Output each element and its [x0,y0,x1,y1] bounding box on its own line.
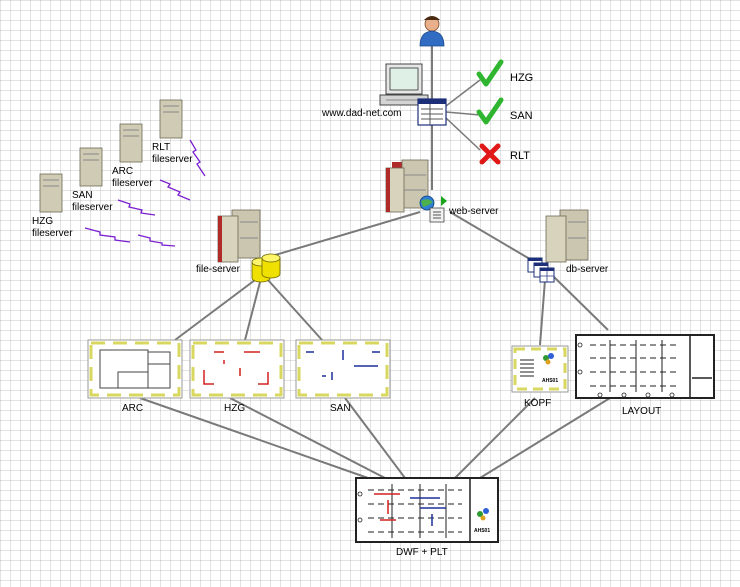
hzg-fileserver-type: fileserver [32,228,73,239]
user-icon [419,16,445,47]
wireless-links [84,139,206,247]
link-web-db [449,211,541,266]
client-label: www.dad-net.com [321,108,401,119]
link-hzg-out [229,397,386,479]
status-lines [445,79,481,151]
status-rlt-label: RLT [510,150,530,162]
link-layout-out [479,397,611,479]
table-stack-icon [527,257,555,283]
link-db-kopf [539,279,546,346]
arc-fileserver: ARC fileserver [112,123,153,189]
drawing-hzg-label: HZG [224,403,245,414]
file-server-label: file-server [196,264,241,275]
link-db-layout [551,274,609,331]
arc-fileserver-name: ARC [112,166,133,177]
rlt-fileserver-name: RLT [152,142,170,153]
hzg-fileserver-name: HZG [32,216,53,227]
drawing-kopf-label: KOPF [524,398,551,409]
drawing-san: SAN [295,339,391,414]
drawing-arc-label: ARC [122,403,143,414]
san-fileserver-name: SAN [72,190,93,201]
hzg-fileserver: HZG fileserver [32,173,73,239]
db-server-icon [545,209,589,263]
cross-icon [479,143,501,165]
file-server-icon [217,209,261,263]
link-file-hzg [244,281,261,341]
database-cylinders-icon [251,253,281,283]
status-san: SAN [476,97,533,125]
link-kopf-out [454,397,536,479]
link-web-file [264,211,421,259]
checkmark-icon [476,59,504,87]
link-file-san [267,279,323,341]
output-drawing: AHS01 DWF + PLT [355,477,499,558]
status-san-label: SAN [510,110,533,122]
web-server-label: web-server [448,206,499,217]
logo-icon [477,508,489,521]
rlt-fileserver-type: fileserver [152,154,193,165]
globe-icon [419,195,435,211]
fileserver-tower-icon [159,99,183,139]
stamp-text-output: AHS01 [474,528,490,534]
output-label: DWF + PLT [396,547,448,558]
san-fileserver: SAN fileserver [72,147,113,213]
browser-window-icon [417,98,447,126]
link-san-out [344,397,406,479]
drawing-layout: LAYOUT [575,334,715,417]
drawing-kopf: AHS01 KOPF [511,345,569,409]
client-computer-icon [379,63,429,106]
fileserver-tower-icon [119,123,143,163]
drawing-layout-label: LAYOUT [622,406,661,417]
drawing-hzg: HZG [189,339,285,414]
logo-icon [543,353,554,365]
san-fileserver-type: fileserver [72,202,113,213]
stamp-text-kopf: AHS01 [542,378,558,384]
web-page-icon [429,207,445,223]
arrow-icon [441,196,447,206]
arc-fileserver-type: fileserver [112,178,153,189]
connection-lines [139,46,611,479]
link-file-arc [174,279,256,341]
drawing-san-label: SAN [330,403,351,414]
rlt-fileserver: RLT fileserver [152,99,193,165]
status-hzg: HZG [476,59,533,87]
drawing-arc: ARC [87,339,183,414]
status-hzg-label: HZG [510,72,533,84]
fileserver-tower-icon [39,173,63,213]
status-rlt: RLT [479,143,530,165]
link-arc-out [139,397,369,479]
checkmark-icon [476,97,504,125]
fileserver-tower-icon [79,147,103,187]
db-server-label: db-server [566,264,609,275]
